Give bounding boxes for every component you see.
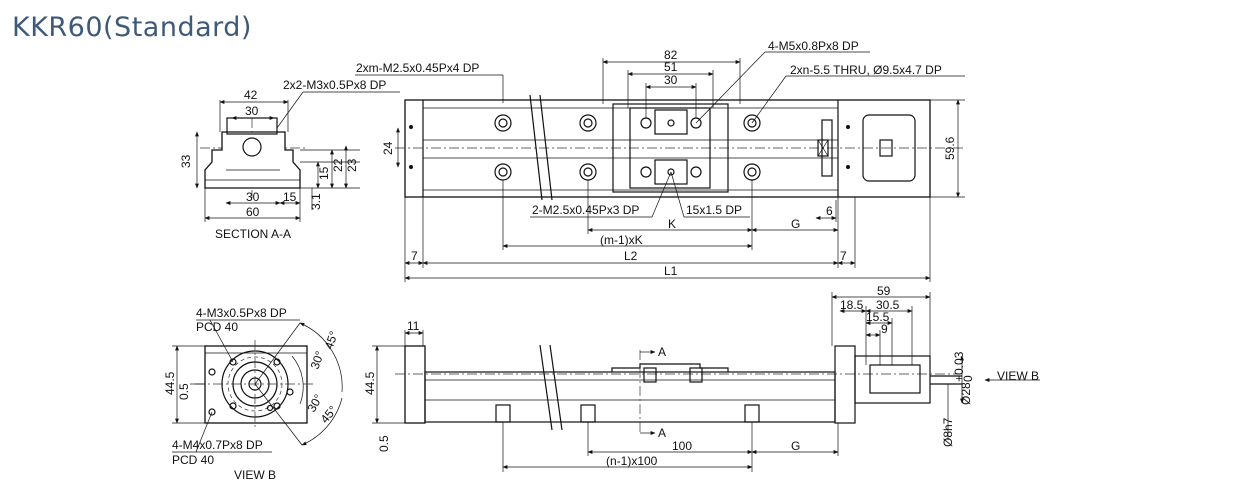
dim-m-1-xk: (m-1)xK — [600, 233, 643, 247]
section-mark-a-bottom: A — [658, 426, 666, 440]
dim-phi28: Ø28 — [959, 382, 973, 405]
dim-l2: L2 — [624, 249, 638, 263]
dim-82: 82 — [664, 48, 678, 62]
dim-g-side: G — [791, 439, 800, 453]
dim-59-6: 59.6 — [943, 136, 957, 160]
dim-7-left: 7 — [411, 249, 418, 263]
dim-g: G — [791, 217, 800, 231]
section-a-a-caption: SECTION A-A — [215, 227, 291, 241]
callout-4-m4: 4-M4x0.7Px8 DP — [172, 438, 263, 452]
dim-33: 33 — [179, 154, 193, 168]
view-b-label: VIEW B — [997, 369, 1039, 383]
angle-45-top: 45° — [322, 329, 341, 351]
dim-100: 100 — [672, 439, 692, 453]
dim-phi8h7: Ø8h7 — [941, 417, 955, 447]
dim-15-right: 15 — [317, 166, 331, 180]
dim-23: 23 — [345, 158, 359, 172]
dim-15-5: 15.5 — [866, 310, 890, 324]
dim-44-5: 44.5 — [163, 371, 177, 395]
dim-0-5: 0.5 — [177, 383, 191, 400]
dim-11: 11 — [407, 319, 420, 333]
dim-15-bottom: 15 — [283, 190, 297, 204]
view-b-caption: VIEW B — [234, 468, 276, 482]
dim-l1: L1 — [664, 264, 678, 278]
dim-51: 51 — [664, 60, 678, 74]
dim-44-5-side: 44.5 — [363, 371, 377, 395]
dim-phi28-tol-lower: 0 — [961, 375, 975, 382]
dim-n-1-x100: (n-1)x100 — [606, 454, 658, 468]
callout-pcd40-bottom: PCD 40 — [172, 453, 214, 467]
section-a-a-view: 42 30 33 15 22 23 30 15 60 3.1 2x2-M3x0.… — [179, 78, 400, 241]
dim-42: 42 — [244, 88, 258, 102]
angle-30-top: 30° — [308, 349, 327, 371]
callout-2x2-m3: 2x2-M3x0.5Px8 DP — [283, 78, 386, 92]
callout-2-m2-5: 2-M2.5x0.45Px3 DP — [532, 203, 639, 217]
dim-30-bottom: 30 — [246, 190, 260, 204]
callout-4-m5: 4-M5x0.8Px8 DP — [768, 39, 859, 53]
dim-9: 9 — [881, 322, 888, 336]
dim-6: 6 — [826, 204, 833, 218]
dim-22: 22 — [331, 158, 345, 172]
section-mark-a-top: A — [658, 345, 666, 359]
side-view: 11 44.5 0.5 59 18.5 30.5 15.5 9 100 G (n… — [363, 284, 1040, 472]
view-b: 4-M3x0.5Px8 DP PCD 40 4-M4x0.7Px8 DP PCD… — [163, 306, 343, 482]
page-title: KKR60(Standard) — [12, 12, 252, 43]
dim-18-5: 18.5 — [840, 298, 864, 312]
callout-15x1-5: 15x1.5 DP — [686, 203, 742, 217]
callout-pcd40-top: PCD 40 — [196, 320, 238, 334]
dim-7-right: 7 — [840, 249, 847, 263]
dim-24: 24 — [381, 141, 395, 155]
dim-30-top: 30 — [245, 104, 259, 118]
callout-2xm-m2-5: 2xm-M2.5x0.45Px4 DP — [356, 61, 479, 75]
dim-30-5: 30.5 — [876, 298, 900, 312]
dim-3-1: 3.1 — [309, 193, 323, 210]
top-view: 2xm-M2.5x0.45Px4 DP 4-M5x0.8Px8 DP 2xn-5… — [355, 39, 965, 282]
dim-30: 30 — [664, 73, 678, 87]
callout-2xn-thru: 2xn-5.5 THRU, Ø9.5x4.7 DP — [790, 63, 942, 77]
dim-phi28-tol-upper: +0.03 — [952, 351, 966, 382]
dim-0-5-side: 0.5 — [377, 435, 391, 452]
dim-60: 60 — [246, 205, 260, 219]
dim-k: K — [668, 217, 676, 231]
dim-59: 59 — [877, 284, 891, 298]
callout-4-m3: 4-M3x0.5Px8 DP — [196, 306, 287, 320]
